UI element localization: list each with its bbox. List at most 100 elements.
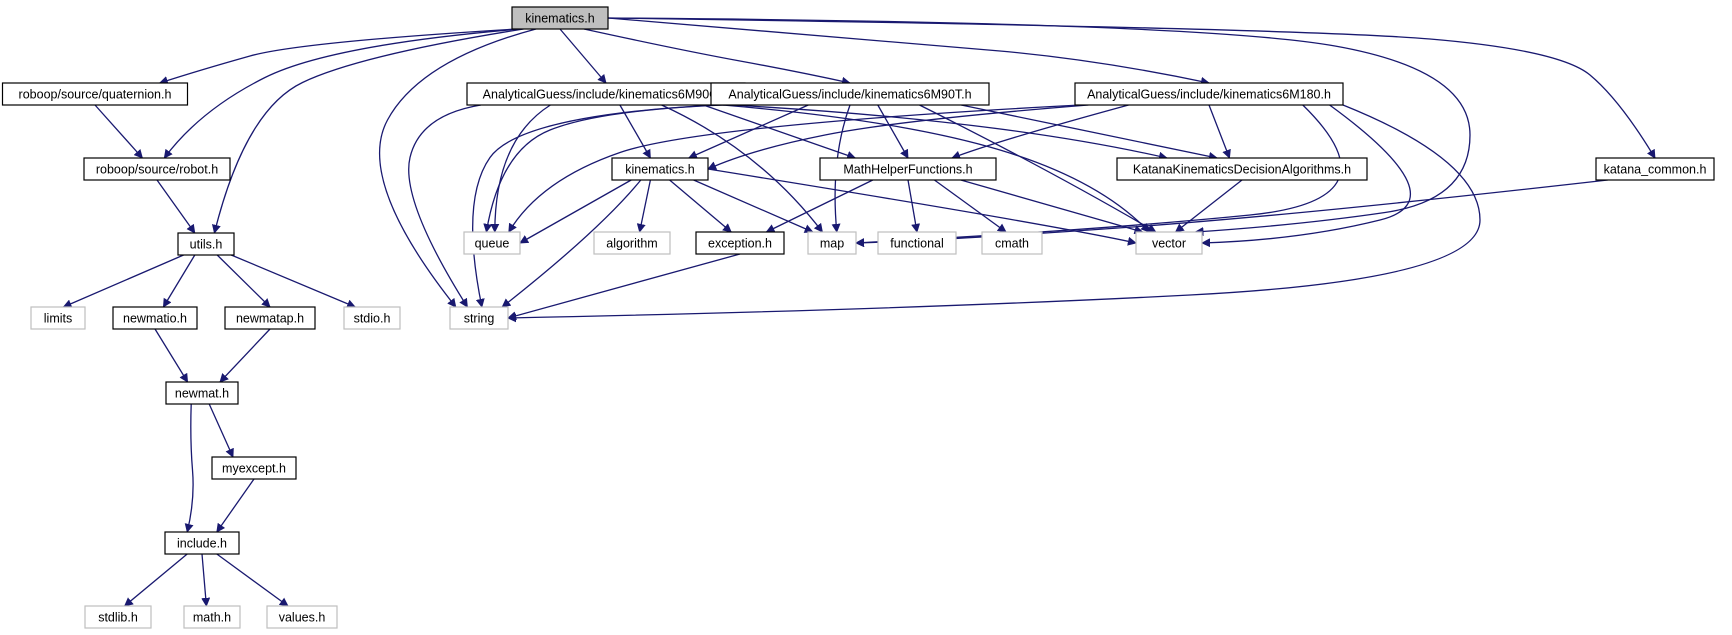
edge-newmat-to-include	[184, 403, 194, 533]
edge-k90g-to-string	[408, 104, 482, 308]
node-newmatio-label: newmatio.h	[123, 312, 187, 326]
node-quat-box	[1, 82, 189, 106]
edge-root-to-quat	[158, 28, 517, 85]
node-robot[interactable]: roboop/source/robot.h	[83, 157, 231, 181]
edge-newmat-to-myexcept	[208, 403, 234, 458]
node-mhf[interactable]: MathHelperFunctions.h	[819, 157, 997, 181]
node-map-label: map	[820, 237, 844, 251]
edge-include-to-stdlib	[123, 553, 188, 607]
node-k180[interactable]: AnalyticalGuess/include/kinematics6M180.…	[1074, 82, 1344, 106]
edge-k90t-to-vector	[919, 104, 1157, 233]
node-exception-box	[695, 231, 785, 255]
node-root-box	[511, 6, 609, 30]
node-k180-box	[1074, 82, 1344, 106]
edge-k180-to-string	[507, 104, 1481, 323]
edge-include-to-values	[216, 553, 289, 607]
node-functional: functional	[877, 231, 957, 255]
edge-k90t-to-kkda	[961, 104, 1218, 161]
node-root-label: kinematics.h	[525, 12, 595, 26]
node-kin2[interactable]: kinematics.h	[611, 157, 709, 181]
node-algorithm: algorithm	[593, 231, 671, 255]
edge-k90g-to-mhf	[703, 104, 857, 160]
node-math-box	[183, 605, 241, 629]
node-myexcept-box	[211, 456, 297, 480]
node-limits: limits	[30, 306, 86, 330]
node-myexcept-label: myexcept.h	[222, 462, 286, 476]
edge-k90g-to-kin2	[619, 104, 651, 159]
node-newmat-box	[165, 381, 239, 405]
node-cmath-box	[981, 231, 1043, 255]
node-kkda[interactable]: KatanaKinematicsDecisionAlgorithms.h	[1116, 157, 1368, 181]
edge-k180-to-kin2	[707, 104, 1089, 170]
edges	[62, 17, 1656, 607]
node-quat-label: roboop/source/quaternion.h	[19, 88, 172, 102]
node-kkda-box	[1116, 157, 1368, 181]
node-limits-box	[30, 306, 86, 330]
node-robot-label: roboop/source/robot.h	[96, 163, 218, 177]
node-algorithm-label: algorithm	[606, 237, 657, 251]
node-newmatap-label: newmatap.h	[236, 312, 304, 326]
node-include-box	[164, 531, 240, 555]
edge-root-to-vector	[607, 17, 1471, 236]
edge-kin2-to-string	[501, 179, 642, 308]
node-string-box	[449, 306, 509, 330]
edge-kin2-to-vector	[707, 168, 1137, 246]
edge-root-to-kcommon	[607, 17, 1656, 159]
node-utils-label: utils.h	[190, 238, 223, 252]
edge-exception-to-string	[507, 253, 741, 321]
edge-root-to-k90g	[559, 28, 607, 84]
edge-utils-to-stdio	[230, 254, 357, 309]
edge-kin2-to-exception	[669, 179, 732, 233]
node-math: math.h	[183, 605, 241, 629]
edge-root-to-k180	[607, 17, 1210, 86]
edge-k180-to-mhf	[951, 104, 1129, 160]
node-newmat-label: newmat.h	[175, 387, 229, 401]
node-kkda-label: KatanaKinematicsDecisionAlgorithms.h	[1133, 163, 1351, 177]
node-newmatio[interactable]: newmatio.h	[112, 306, 198, 330]
edge-k90g-to-vector	[722, 104, 1150, 233]
node-cmath: cmath	[981, 231, 1043, 255]
node-newmatap[interactable]: newmatap.h	[224, 306, 316, 330]
node-values-box	[266, 605, 338, 629]
node-string-label: string	[464, 312, 495, 326]
edge-utils-to-limits	[62, 254, 184, 308]
edge-root-to-utils	[211, 28, 524, 234]
node-stdio-box	[343, 306, 401, 330]
node-vector-label: vector	[1152, 237, 1186, 251]
node-kin2-box	[611, 157, 709, 181]
node-mhf-label: MathHelperFunctions.h	[843, 163, 972, 177]
edge-kin2-to-queue	[519, 179, 632, 244]
node-newmat[interactable]: newmat.h	[165, 381, 239, 405]
node-kcommon[interactable]: katana_common.h	[1595, 157, 1715, 181]
node-utils-box	[177, 232, 235, 256]
node-include[interactable]: include.h	[164, 531, 240, 555]
node-stdlib: stdlib.h	[84, 605, 152, 629]
edge-k90t-to-kin2	[687, 104, 809, 159]
edge-robot-to-utils	[156, 179, 196, 234]
edge-k180-to-vector	[1201, 104, 1411, 248]
node-myexcept[interactable]: myexcept.h	[211, 456, 297, 480]
edge-root-to-robot	[163, 28, 520, 159]
node-root[interactable]: kinematics.h	[511, 6, 609, 30]
node-newmatap-box	[224, 306, 316, 330]
node-exception-label: exception.h	[708, 237, 772, 251]
node-kcommon-label: katana_common.h	[1604, 163, 1707, 177]
node-k180-label: AnalyticalGuess/include/kinematics6M180.…	[1087, 88, 1331, 102]
node-include-label: include.h	[177, 537, 227, 551]
node-k90t[interactable]: AnalyticalGuess/include/kinematics6M90T.…	[710, 82, 990, 106]
node-k90t-box	[710, 82, 990, 106]
node-k90t-label: AnalyticalGuess/include/kinematics6M90T.…	[728, 88, 971, 102]
node-quat[interactable]: roboop/source/quaternion.h	[1, 82, 189, 106]
node-functional-label: functional	[890, 237, 944, 251]
node-vector-box	[1135, 231, 1203, 255]
edge-myexcept-to-include	[216, 478, 255, 533]
edge-quat-to-robot	[94, 104, 143, 159]
node-map: map	[807, 231, 857, 255]
node-exception[interactable]: exception.h	[695, 231, 785, 255]
node-limits-label: limits	[44, 312, 72, 326]
node-string: string	[449, 306, 509, 330]
node-k90g[interactable]: AnalyticalGuess/include/kinematics6M90G.…	[466, 82, 746, 106]
node-utils[interactable]: utils.h	[177, 232, 235, 256]
node-algorithm-box	[593, 231, 671, 255]
edge-newmatap-to-newmat	[219, 328, 271, 383]
